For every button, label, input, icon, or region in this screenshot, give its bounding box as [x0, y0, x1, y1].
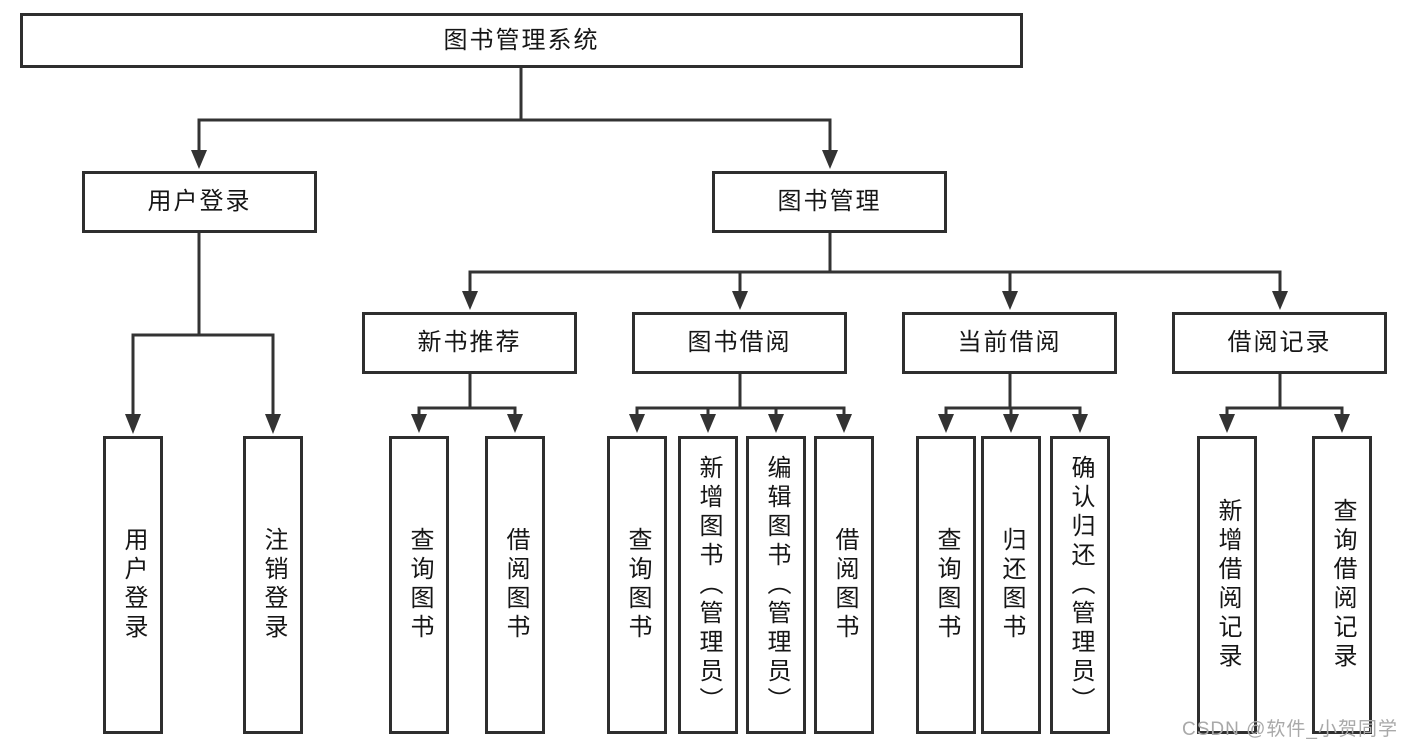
connector-paths	[131, 68, 1344, 415]
leaf-records-query-record: 查询借阅记录	[1312, 436, 1372, 734]
leaf-records-add-record: 新增借阅记录	[1197, 436, 1257, 734]
arrowhead-icons	[125, 150, 1350, 434]
leaf-current-query-books: 查询图书	[916, 436, 976, 734]
leaf-user-login: 用户登录	[103, 436, 163, 734]
leaf-borrow-add-book-admin: 新增图书（管理员）	[678, 436, 738, 734]
leaf-current-confirm-return-admin: 确认归还（管理员）	[1050, 436, 1110, 734]
leaf-newrec-query-books: 查询图书	[389, 436, 449, 734]
node-borrowing-records: 借阅记录	[1172, 312, 1387, 374]
leaf-newrec-borrow-books: 借阅图书	[485, 436, 545, 734]
node-book-management: 图书管理	[712, 171, 947, 233]
leaf-borrow-edit-book-admin: 编辑图书（管理员）	[746, 436, 806, 734]
leaf-borrow-borrow-books: 借阅图书	[814, 436, 874, 734]
node-current-borrowing: 当前借阅	[902, 312, 1117, 374]
node-user-login: 用户登录	[82, 171, 317, 233]
leaf-current-return-books: 归还图书	[981, 436, 1041, 734]
node-new-book-recommendation: 新书推荐	[362, 312, 577, 374]
leaf-logout: 注销登录	[243, 436, 303, 734]
watermark-text: CSDN @软件_小贺同学	[1182, 719, 1398, 740]
leaf-borrow-query-books: 查询图书	[607, 436, 667, 734]
node-book-borrowing: 图书借阅	[632, 312, 847, 374]
node-root: 图书管理系统	[20, 13, 1023, 68]
